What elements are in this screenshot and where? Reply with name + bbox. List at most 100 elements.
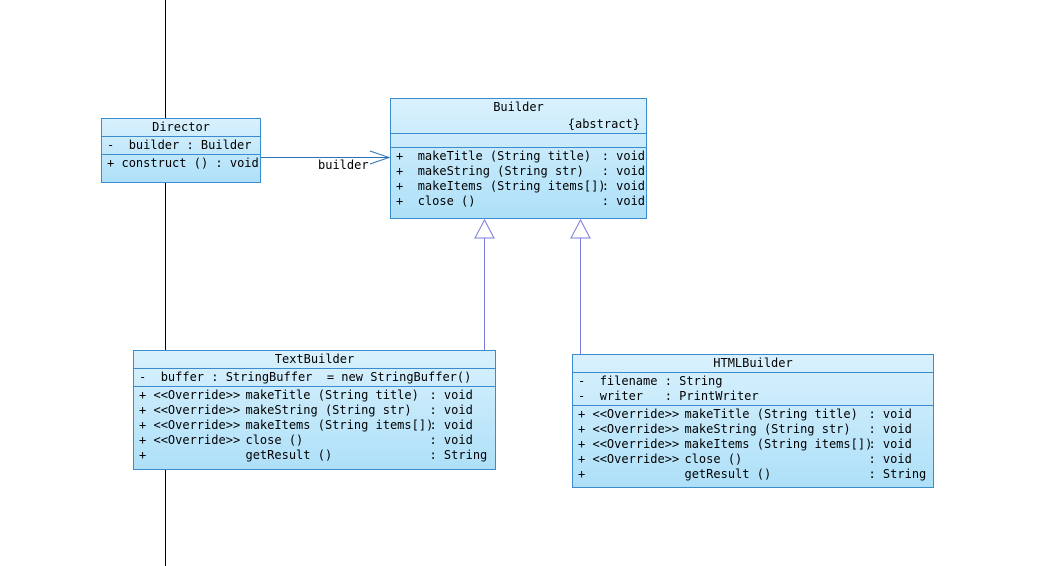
operation-return: : void (868, 437, 912, 451)
attributes-compartment: - buffer : StringBuffer = new StringBuff… (134, 368, 495, 386)
class-name: TextBuilder (274, 352, 355, 366)
operation-return: : void (601, 149, 646, 163)
operation-row: + <<Override>> makeTitle (String title) : … (139, 388, 490, 403)
visibility-marker: + (396, 149, 404, 163)
attributes-compartment: - builder : Builder (102, 136, 260, 154)
association-role-label: builder (318, 158, 369, 172)
attribute-text: writer : PrintWriter (599, 389, 759, 403)
visibility-marker: + (139, 388, 147, 402)
visibility-marker: + (139, 433, 147, 447)
operation-signature: makeItems (String items[]) (245, 418, 434, 432)
class-htmlbuilder[interactable]: HTMLBuilder - filename : String - writer… (572, 354, 934, 488)
operations-compartment: + <<Override>> makeTitle (String title) : … (134, 386, 495, 464)
operation-return: : void (429, 433, 473, 447)
attribute-row: - builder : Builder (107, 138, 255, 153)
class-textbuilder[interactable]: TextBuilder - buffer : StringBuffer = ne… (133, 350, 496, 470)
operation-row: + <<Override>> close () : void (578, 452, 928, 467)
class-builder[interactable]: Builder {abstract} + makeTitle (String t… (390, 98, 647, 219)
operation-stereotype: <<Override>> (592, 452, 680, 466)
association-arrowhead (369, 150, 391, 165)
operation-row: + makeTitle (String title) : void (396, 149, 645, 164)
operation-signature: close () (245, 433, 304, 447)
operation-signature: makeString (String str) (245, 403, 412, 417)
operation-row: + <<Override>> makeString (String str) : v… (578, 422, 928, 437)
operation-stereotype: <<Override>> (592, 407, 680, 421)
operation-row: + getResult (): String (578, 467, 928, 482)
operation-return: : void (868, 407, 912, 421)
operation-row: + makeItems (String items[]): void (396, 179, 645, 194)
operation-row: + <<Override>> makeItems (String items[])… (578, 437, 928, 452)
operation-signature: getResult () (684, 467, 772, 481)
operation-signature: makeTitle (String title) (245, 388, 419, 402)
attributes-compartment (391, 133, 646, 147)
operation-signature: makeTitle (String title) (417, 149, 592, 163)
operation-row: + construct () : void (107, 156, 259, 171)
operation-stereotype: <<Override>> (592, 437, 680, 451)
attribute-row: - buffer : StringBuffer = new StringBuff… (139, 370, 490, 385)
operation-stereotype: <<Override>> (153, 433, 241, 447)
visibility-marker: + (578, 422, 586, 436)
operation-return: : void (429, 418, 473, 432)
generalization-arrowhead-textbuilder (474, 218, 495, 239)
operation-row: + <<Override>> makeItems (String items[])… (139, 418, 490, 433)
operation-row: + <<Override>> makeTitle (String title) : … (578, 407, 928, 422)
visibility-marker: + (396, 164, 404, 178)
class-name: Director (152, 120, 210, 134)
class-stereotype: {abstract} (567, 117, 640, 131)
operation-stereotype: <<Override>> (153, 388, 241, 402)
operation-row: + <<Override>> close () : void (139, 433, 490, 448)
visibility-marker: - (139, 370, 147, 384)
operation-return: : void (868, 452, 912, 466)
operation-text: construct () : void (121, 156, 259, 170)
operation-signature: makeString (String str) (684, 422, 851, 436)
visibility-marker: + (139, 418, 147, 432)
visibility-marker: + (578, 452, 586, 466)
operations-compartment: + <<Override>> makeTitle (String title) : … (573, 405, 933, 483)
visibility-marker: - (578, 374, 586, 388)
operations-compartment: + makeTitle (String title) : void + makeS… (391, 147, 646, 210)
attribute-text: builder : Builder (128, 138, 252, 152)
operation-return: : void (429, 388, 473, 402)
operation-signature: getResult () (245, 448, 333, 462)
operation-return: : void (601, 164, 646, 178)
visibility-marker: + (396, 179, 404, 193)
operation-signature: close () (417, 194, 476, 208)
operation-signature: makeItems (String items[]) (417, 179, 606, 193)
operations-compartment: + construct () : void (102, 154, 260, 172)
visibility-marker: + (107, 156, 115, 170)
attribute-text: buffer : StringBuffer = new StringBuffer… (160, 370, 472, 384)
visibility-marker: + (578, 467, 586, 481)
visibility-marker: - (107, 138, 115, 152)
operation-row: + getResult () : String (139, 448, 490, 463)
visibility-marker: + (578, 407, 586, 421)
operation-stereotype: <<Override>> (153, 403, 241, 417)
visibility-marker: + (139, 403, 147, 417)
visibility-marker: - (578, 389, 586, 403)
operation-return: : void (868, 422, 912, 436)
operation-stereotype: <<Override>> (592, 422, 680, 436)
operation-return: : String (429, 448, 488, 462)
attributes-compartment: - filename : String - writer : PrintWrit… (573, 372, 933, 405)
attribute-row: - writer : PrintWriter (578, 389, 928, 404)
operation-signature: makeTitle (String title) (684, 407, 858, 421)
operation-return: : void (429, 403, 473, 417)
operation-stereotype: <<Override>> (153, 418, 241, 432)
class-name: Builder (493, 100, 544, 114)
class-name: HTMLBuilder (713, 356, 793, 370)
operation-row: + close () : void (396, 194, 645, 209)
operation-return: : void (601, 179, 646, 193)
visibility-marker: + (139, 448, 147, 462)
operation-signature: close () (684, 452, 743, 466)
visibility-marker: + (578, 437, 586, 451)
operation-row: + makeString (String str) : void (396, 164, 645, 179)
operation-row: + <<Override>> makeString (String str) : v… (139, 403, 490, 418)
attribute-row: - filename : String (578, 374, 928, 389)
operation-signature: makeItems (String items[]) (684, 437, 873, 451)
operation-signature: makeString (String str) (417, 164, 584, 178)
attribute-text: filename : String (599, 374, 723, 388)
generalization-arrowhead-htmlbuilder (570, 218, 591, 239)
visibility-marker: + (396, 194, 404, 208)
operation-return: : void (601, 194, 646, 208)
class-director[interactable]: Director - builder : Builder + construct… (101, 118, 261, 183)
